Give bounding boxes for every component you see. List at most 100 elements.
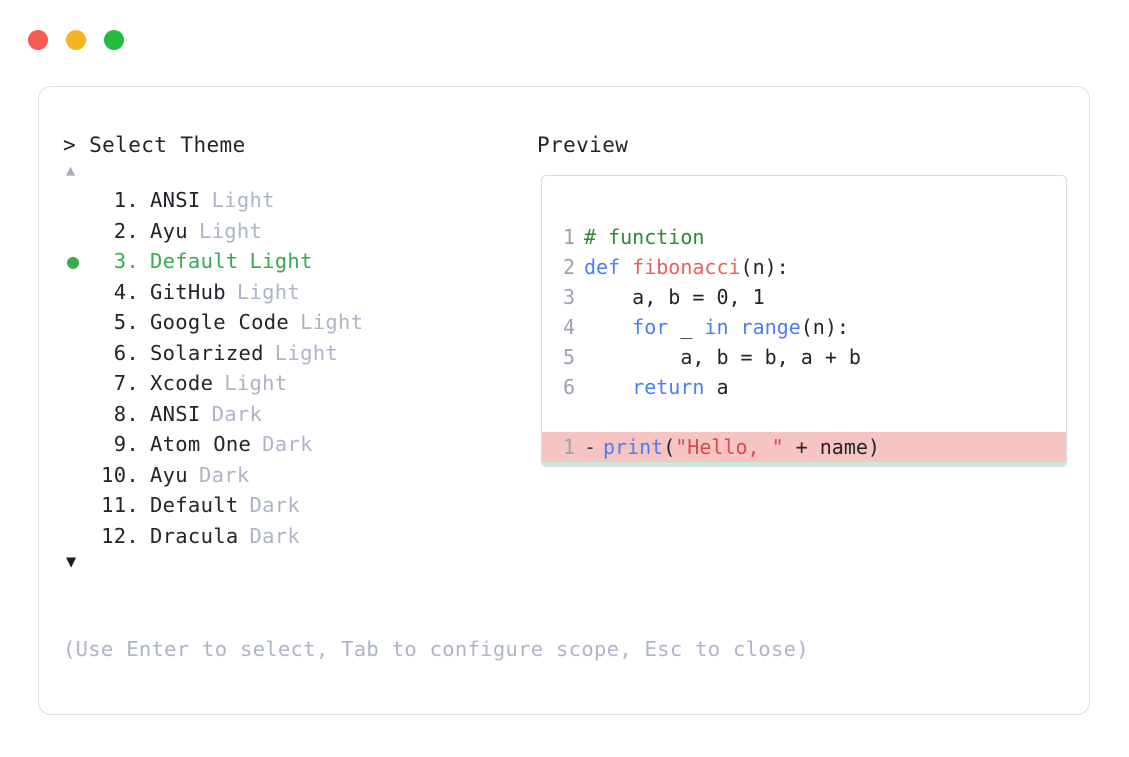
code-line-number: 6: [562, 375, 575, 399]
keyboard-hint: (Use Enter to select, Tab to configure s…: [63, 637, 809, 661]
code-token: + name): [783, 435, 880, 459]
theme-item-index: 1.: [113, 188, 139, 212]
code-token: a: [704, 375, 729, 399]
diff-line-content: print("Hello, " + name): [603, 432, 880, 462]
theme-item-index: 10.: [101, 462, 139, 487]
theme-item-name: Ayu: [150, 462, 188, 487]
code-token: f"Hello, {name}!": [675, 465, 880, 466]
diff-marker-icon: +: [584, 462, 596, 466]
theme-item-variant-tag: Dark: [211, 401, 263, 426]
theme-list-item[interactable]: 10. Ayu Dark: [63, 460, 523, 491]
chooser-prompt: > Select Theme: [63, 131, 523, 159]
code-token: ): [880, 465, 892, 466]
theme-item-name: Default: [150, 249, 239, 273]
theme-item-index: 3.: [113, 249, 139, 273]
code-line-content: a, b = b, a + b: [584, 342, 861, 372]
theme-item-variant-tag: Light: [236, 279, 301, 304]
code-token: # function: [584, 225, 705, 249]
theme-item-variant-tag: Light: [198, 218, 263, 243]
code-line-number: 3: [562, 285, 575, 309]
theme-item-variant-tag: Light: [249, 249, 313, 273]
code-line-number: 2: [562, 255, 575, 279]
code-token: a, b = b, a + b: [584, 345, 861, 369]
code-token: fibonacci: [632, 255, 741, 279]
theme-item-variant-tag: Dark: [249, 523, 301, 548]
theme-item-variant-tag: Light: [274, 340, 338, 365]
theme-item-index: 5.: [113, 310, 139, 334]
theme-item-index: 8.: [113, 401, 139, 426]
code-token: (n):: [740, 255, 789, 279]
code-line: 1 # function: [542, 222, 1066, 252]
code-line: 4 for _ in range(n):: [542, 312, 1066, 342]
theme-item-variant-tag: Dark: [198, 462, 250, 487]
close-window-button[interactable]: [28, 30, 48, 50]
code-line: 3 a, b = 0, 1: [542, 282, 1066, 312]
theme-item-variant-tag: Light: [211, 188, 275, 212]
theme-item-name: Solarized: [150, 340, 264, 365]
scroll-down-icon[interactable]: ▼: [66, 552, 77, 572]
code-token: (: [663, 435, 676, 459]
selected-bullet-icon: ●: [67, 249, 80, 273]
minimize-window-button[interactable]: [66, 30, 86, 50]
code-line-content: a, b = 0, 1: [584, 282, 765, 312]
code-token: [584, 375, 632, 399]
code-token: (: [663, 465, 675, 466]
code-line-content: for _ in range(n):: [584, 312, 849, 342]
theme-item-index: 9.: [113, 432, 139, 456]
theme-item-name: Default: [150, 493, 239, 517]
theme-item-name: GitHub: [150, 279, 226, 304]
code-token: _: [668, 315, 705, 339]
code-line-number: 4: [562, 315, 575, 339]
diff-marker-icon: -: [584, 435, 597, 459]
code-token: return: [632, 375, 705, 399]
code-line: 5 a, b = b, a + b: [542, 342, 1066, 372]
theme-list-item[interactable]: 1. ANSI Light: [63, 185, 523, 216]
theme-item-variant-tag: Dark: [262, 432, 313, 456]
theme-item-name: ANSI: [150, 188, 201, 212]
code-token: [584, 315, 632, 339]
code-token: (n):: [800, 315, 849, 339]
code-line: 6 return a: [542, 372, 1066, 402]
code-token: a, b = 0, 1: [584, 285, 765, 309]
code-token: print: [603, 465, 663, 466]
theme-item-index: 12.: [101, 523, 139, 548]
maximize-window-button[interactable]: [104, 30, 124, 50]
theme-item-variant-tag: Light: [300, 310, 364, 334]
preview-title: Preview: [537, 133, 629, 157]
code-line: 2 def fibonacci(n):: [542, 252, 1066, 282]
prompt-caret-icon: >: [63, 133, 77, 157]
theme-item-index: 7.: [113, 371, 139, 395]
theme-item-index: 2.: [113, 218, 139, 243]
theme-item-name: Atom One: [150, 432, 252, 456]
code-line-number: 5: [562, 345, 575, 369]
chooser-title: Select Theme: [89, 133, 246, 157]
theme-list-item[interactable]: 9. Atom One Dark: [63, 429, 523, 460]
code-token: in range: [704, 315, 801, 339]
diff-line-del: 1-print("Hello, " + name): [542, 432, 1066, 462]
code-blank-line: [542, 402, 1066, 432]
diff-line-content: print(f"Hello, {name}!"): [603, 462, 892, 466]
theme-item-name: Xcode: [150, 371, 214, 395]
diff-line-add: 1 + print(f"Hello, {name}!"): [542, 462, 1066, 466]
code-line-content: def fibonacci(n):: [584, 252, 789, 282]
theme-item-index: 11.: [101, 493, 139, 517]
diff-line-number: 1: [559, 462, 575, 466]
code-token: def: [584, 255, 633, 279]
window-titlebar: [28, 30, 124, 50]
code-line-number: 1: [562, 225, 575, 249]
theme-list-item[interactable]: ● 3. Default Light: [63, 246, 523, 277]
scroll-up-icon[interactable]: ▲: [66, 161, 76, 179]
